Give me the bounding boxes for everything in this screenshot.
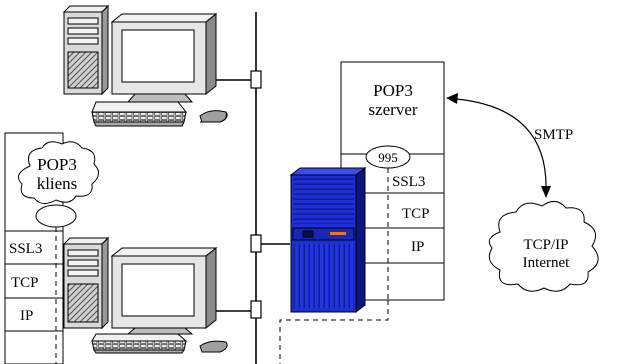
server-layer-tcp: TCP	[402, 206, 430, 222]
internet-cloud-line2: Internet	[523, 255, 570, 271]
lan-taps	[250, 70, 262, 319]
smtp-arrowhead-left	[446, 93, 458, 104]
internet-cloud-shape	[488, 201, 599, 292]
client-cloud-line1: POP3	[37, 155, 77, 174]
internet-cloud: TCP/IP Internet	[488, 201, 599, 292]
client-stack: POP3 kliens SSL3 TCP IP	[4, 132, 99, 364]
server-socket-to-backbone	[279, 300, 389, 364]
client-layer-tcp: TCP	[11, 275, 39, 291]
client-cloud	[17, 141, 99, 204]
tap-server	[250, 234, 262, 253]
server-tower-icon	[289, 166, 367, 314]
client-stack-frame	[4, 132, 64, 364]
server-port-label: 995	[378, 150, 398, 165]
tap-top-pc	[250, 70, 262, 89]
server-box-line1: POP3	[373, 81, 413, 100]
client-layer-ssl3: SSL3	[9, 241, 42, 257]
server-layer-ip: IP	[411, 239, 424, 255]
server-box-line2: szerver	[368, 100, 417, 119]
smtp-arrowhead-down	[541, 186, 551, 198]
top-workstation-icon	[62, 4, 228, 127]
client-cloud-line2: kliens	[37, 174, 78, 193]
internet-cloud-line1: TCP/IP	[523, 237, 568, 253]
server-port-bubble	[365, 145, 411, 169]
server-stack: POP3 szerver 995 SSL3 TCP IP	[279, 61, 445, 364]
smtp-label: SMTP	[534, 127, 573, 143]
client-socket-bubble	[35, 204, 77, 228]
smtp-arrow: SMTP	[446, 93, 573, 198]
client-layer-ip: IP	[20, 308, 33, 324]
tap-bottom-pc	[250, 300, 262, 319]
server-layer-ssl3: SSL3	[392, 174, 425, 190]
bottom-workstation-icon	[62, 236, 228, 354]
